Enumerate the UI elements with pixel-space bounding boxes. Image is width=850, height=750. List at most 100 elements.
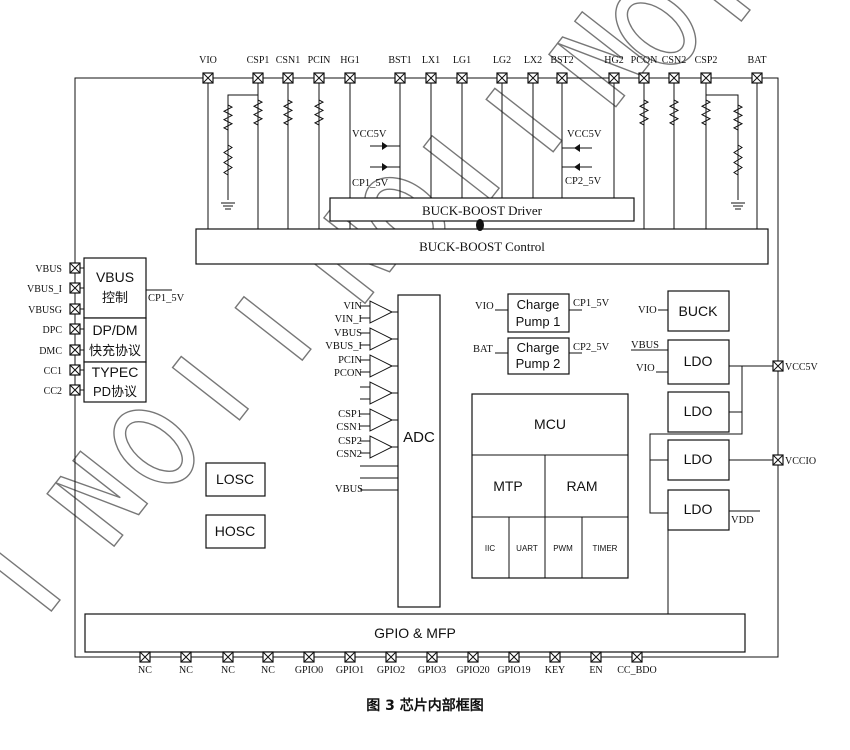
- pin-label: BST2: [550, 55, 573, 66]
- iic-label: IIC: [485, 544, 495, 553]
- adc-input-label: CSP1: [338, 409, 362, 420]
- pin-vbus_i: VBUS_I: [27, 282, 81, 295]
- losc-block: LOSC: [205, 462, 266, 497]
- ground-icon: [221, 202, 235, 210]
- pin-label: GPIO0: [295, 665, 323, 676]
- pin-label: DMC: [39, 346, 62, 357]
- pin-label: LX1: [422, 55, 440, 66]
- charge-pump-1: Charge Pump 1 VIO CP1_5V: [475, 293, 610, 333]
- pin-label: CSP1: [247, 55, 270, 66]
- pin-vbus: VBUS: [35, 262, 81, 275]
- dpdm-block: DP/DM 快充协议: [83, 317, 147, 363]
- vbus-subtitle: 控制: [102, 290, 128, 305]
- pin-lg1: LG1: [453, 55, 471, 84]
- resistor-icon: [732, 104, 744, 131]
- pin-vccio: VCCIO: [772, 454, 816, 467]
- pin-label: CSP2: [695, 55, 718, 66]
- adc-input-label: VIN: [343, 301, 362, 312]
- driver-cp1-left: CP1_5V: [352, 178, 389, 189]
- pin-label: GPIO1: [336, 665, 364, 676]
- adc-input-label: CSP2: [338, 436, 362, 447]
- vbus-cp-label: CP1_5V: [148, 293, 185, 304]
- watermark-glyph: [171, 355, 250, 421]
- mtp-label: MTP: [493, 478, 523, 494]
- cp1-input: VIO: [475, 301, 494, 312]
- mcu-block: MCU MTP RAM IIC UART PWM TIMER: [471, 393, 629, 579]
- pin-label: NC: [138, 665, 152, 676]
- vbus-title: VBUS: [96, 269, 134, 285]
- adc-label: ADC: [403, 429, 435, 446]
- resistor-icon: [222, 104, 234, 131]
- pin-gpio0: GPIO0: [295, 651, 323, 676]
- adc-input-label: PCON: [334, 368, 362, 379]
- pin-label: LG1: [453, 55, 471, 66]
- pin-bat: BAT: [748, 55, 766, 84]
- pin-label: NC: [261, 665, 275, 676]
- adc-input-label: PCIN: [338, 355, 362, 366]
- pin-label: PCON: [631, 55, 658, 66]
- typec-subtitle: PD协议: [93, 384, 137, 399]
- pin-csp2: CSP2: [695, 55, 718, 84]
- pin-cc2: CC2: [44, 384, 81, 397]
- pin-label: CC1: [44, 366, 62, 377]
- driver-vcc5v-left: VCC5V: [352, 129, 387, 140]
- pin-vcc5v: VCC5V: [772, 360, 819, 373]
- cp1-output: CP1_5V: [573, 298, 610, 309]
- buck-input: VIO: [638, 305, 657, 316]
- pin-lx2: LX2: [524, 55, 542, 84]
- pin-pcon: PCON: [631, 55, 658, 84]
- pin-label: LX2: [524, 55, 542, 66]
- pin-vio: VIO: [199, 55, 217, 84]
- pin-lg2: LG2: [493, 55, 511, 84]
- watermark-glyph: [485, 87, 563, 153]
- buck-label: BUCK: [679, 303, 719, 319]
- pin-label: GPIO20: [456, 665, 489, 676]
- pin-key: KEY: [545, 651, 566, 676]
- pin-dpc: DPC: [43, 323, 81, 336]
- pin-csp1: CSP1: [247, 55, 270, 84]
- resistor-icon: [252, 99, 264, 126]
- pin-label: VCCIO: [785, 456, 816, 467]
- diode-icon: [382, 163, 388, 171]
- pin-label: LG2: [493, 55, 511, 66]
- uart-label: UART: [516, 544, 538, 553]
- pin-label: HG2: [604, 55, 623, 66]
- adc-input-label: VBUS: [335, 484, 363, 495]
- ldo-blocks: LDO VBUS VIO LDO LDO LDO VDD: [631, 339, 778, 614]
- pin-label: CSN2: [662, 55, 686, 66]
- pin-label: VBUSG: [28, 305, 62, 316]
- pin-label: KEY: [545, 665, 566, 676]
- watermark-glyph: [0, 546, 61, 613]
- pin-label: DPC: [43, 325, 63, 336]
- pin-lx1: LX1: [422, 55, 440, 84]
- driver-cp2-right: CP2_5V: [565, 176, 602, 187]
- pin-gpio3: GPIO3: [418, 651, 446, 676]
- buck-boost-control: BUCK-BOOST Control: [195, 228, 769, 265]
- hosc-label: HOSC: [215, 523, 255, 539]
- comparator-icon: PCIN PCON: [334, 354, 398, 379]
- junction-dot: [476, 219, 484, 231]
- dpdm-subtitle: 快充协议: [89, 343, 141, 358]
- buck-block: BUCK VIO: [638, 290, 730, 332]
- pin-label: EN: [589, 665, 602, 676]
- pin-gpio19: GPIO19: [497, 651, 531, 676]
- pin-pcin: PCIN: [308, 55, 330, 84]
- pin-hg1: HG1: [340, 55, 360, 84]
- pin-label: VBUS: [35, 264, 62, 275]
- pin-en: EN: [589, 651, 603, 676]
- resistor-icon: [733, 144, 743, 176]
- gpio-mfp-block: GPIO & MFP: [84, 613, 746, 653]
- adc-input-label: VBUS: [334, 328, 362, 339]
- ldo-label: LDO: [684, 353, 713, 369]
- resistor-icon: [638, 99, 650, 126]
- cp2-output: CP2_5V: [573, 342, 610, 353]
- pin-gpio20: GPIO20: [456, 651, 490, 676]
- pin-label: CC_BDO: [617, 665, 656, 676]
- adc-comparators: VINVIN_IVBUSVBUS_IPCINPCONCSP1CSN1CSP2CS…: [325, 300, 398, 495]
- pin-csn1: CSN1: [276, 55, 300, 84]
- cp1-line2: Pump 1: [516, 314, 561, 329]
- losc-label: LOSC: [216, 471, 254, 487]
